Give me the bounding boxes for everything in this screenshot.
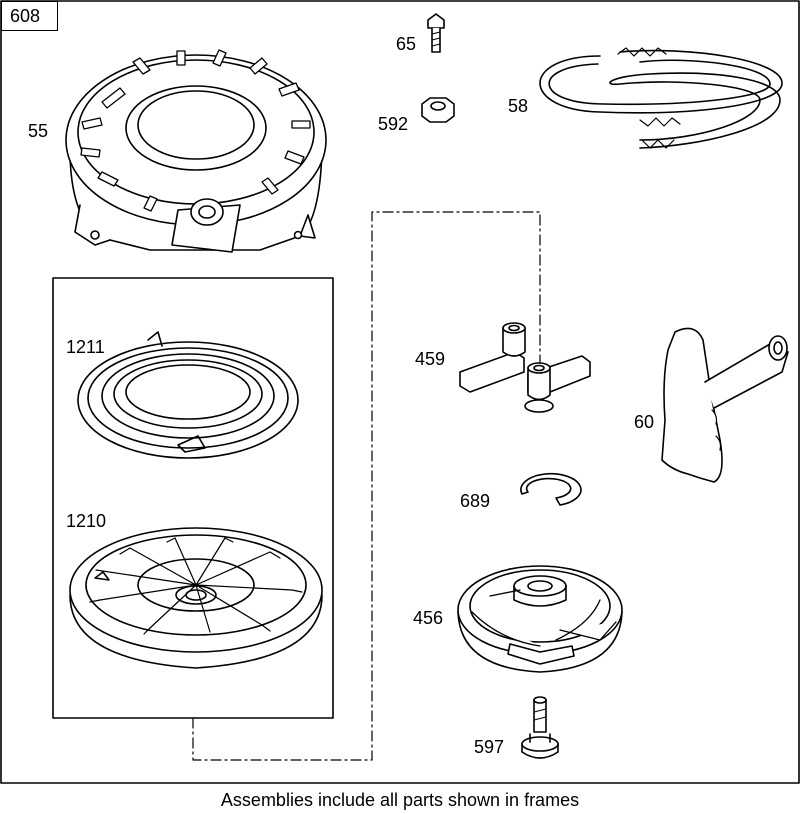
nut-drawing [421,97,455,123]
assembly-number-tag: 608 [1,1,58,31]
outer-frame [0,0,800,784]
rope-drawing [539,47,783,149]
center-screw-drawing [521,696,559,759]
starter-housing-drawing [65,49,327,253]
part-label-65: 65 [396,34,417,54]
pawl-retainer-drawing [457,565,623,673]
pulley-drawing [69,527,323,669]
part-label-689: 689 [460,491,491,511]
screw-drawing [427,13,445,53]
part-label-597: 597 [474,737,505,757]
recoil-spring-drawing [77,331,299,459]
connector-line [192,211,541,761]
part-label-592: 592 [378,114,409,134]
part-label-60: 60 [634,412,655,432]
starter-handle-drawing [661,327,789,483]
retaining-ring-drawing [520,472,582,506]
part-label-1210: 1210 [66,511,107,531]
part-label-55: 55 [28,121,49,141]
pawls-drawing [459,322,591,413]
part-label-456: 456 [413,608,444,628]
part-label-1211: 1211 [66,337,105,357]
diagram-caption: Assemblies include all parts shown in fr… [220,790,580,810]
part-label-459: 459 [415,349,446,369]
part-label-58: 58 [508,96,529,116]
